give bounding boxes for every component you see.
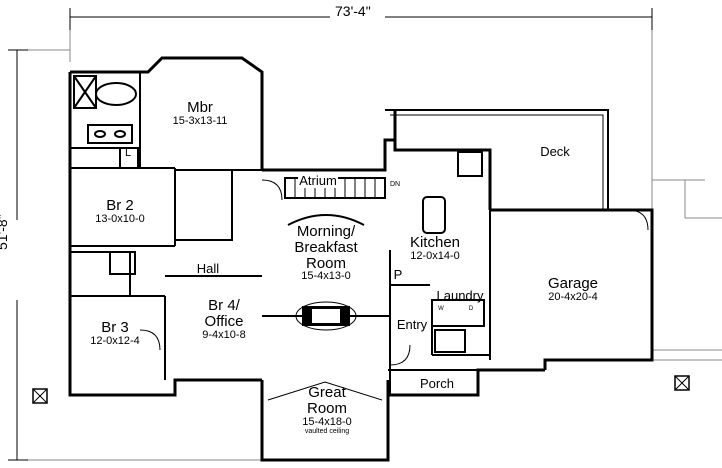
room-size: 12-0x14-0 bbox=[410, 249, 460, 262]
room-name: Great bbox=[308, 384, 346, 401]
room-morning-breakfast: Morning/ Breakfast Room 15-4x13-0 bbox=[286, 224, 366, 283]
room-br2: Br 2 13-0x10-0 bbox=[85, 198, 155, 225]
room-name-2: Breakfast bbox=[294, 238, 358, 256]
room-size: 20-4x20-4 bbox=[548, 290, 598, 303]
stair-down-label: DN bbox=[389, 181, 401, 188]
room-name: Morning/ bbox=[296, 223, 356, 240]
entry-label: Entry bbox=[396, 317, 428, 332]
room-size: 12-0x12-4 bbox=[90, 334, 140, 347]
overall-width-label: 73'-4" bbox=[335, 3, 371, 19]
room-size: 15-4x13-0 bbox=[301, 270, 351, 283]
room-name: Br 2 bbox=[106, 197, 134, 214]
room-mbr: Mbr 15-3x13-11 bbox=[170, 100, 230, 127]
room-name: Mbr bbox=[187, 99, 213, 116]
deck-label: Deck bbox=[540, 144, 570, 159]
room-name: Br 4/ bbox=[208, 297, 240, 314]
laundry-machines-icon bbox=[431, 299, 485, 327]
room-great: Great Room 15-4x18-0 vaulted ceiling bbox=[292, 385, 362, 435]
room-br3: Br 3 12-0x12-4 bbox=[80, 320, 150, 347]
overall-depth-label: 51'-8" bbox=[0, 214, 10, 250]
room-br4: Br 4/ Office 9-4x10-8 bbox=[193, 298, 255, 341]
pantry-label: P bbox=[393, 267, 403, 282]
vanity-icon bbox=[87, 124, 133, 144]
deck-outline bbox=[385, 109, 609, 210]
room-size: 13-0x10-0 bbox=[95, 212, 145, 225]
room-kitchen: Kitchen 12-0x14-0 bbox=[402, 234, 468, 263]
laundry-label: Laundry bbox=[436, 288, 484, 303]
room-size: 15-4x18-0 bbox=[302, 415, 352, 428]
tub-icon bbox=[95, 82, 137, 106]
kitchen-island-icon bbox=[422, 196, 446, 234]
room-note: vaulted ceiling bbox=[304, 428, 350, 436]
room-size: 15-3x13-11 bbox=[172, 114, 228, 127]
closet-label: L bbox=[124, 147, 132, 159]
room-name-3: Room bbox=[305, 254, 346, 272]
room-name: Br 3 bbox=[101, 319, 129, 336]
dryer-label: D bbox=[468, 306, 474, 312]
room-name: Garage bbox=[547, 275, 599, 292]
closet-icon bbox=[174, 169, 233, 241]
room-garage: Garage 20-4x20-4 bbox=[535, 276, 611, 303]
exterior-walls bbox=[68, 56, 654, 462]
atrium-label: Atrium bbox=[298, 173, 338, 188]
washer-label: W bbox=[438, 306, 444, 312]
arch-opening bbox=[287, 214, 365, 226]
room-name-2: Room bbox=[306, 399, 347, 417]
interior-walls bbox=[69, 72, 491, 401]
room-name-2: Office bbox=[204, 312, 244, 330]
hall-label: Hall bbox=[196, 261, 220, 276]
sink-icon bbox=[457, 151, 483, 177]
powder-room-icon bbox=[434, 329, 466, 353]
room-name: Kitchen bbox=[409, 234, 461, 251]
door-swings bbox=[139, 179, 649, 366]
room-size: 9-4x10-8 bbox=[202, 328, 246, 341]
porch-label: Porch bbox=[420, 376, 454, 391]
